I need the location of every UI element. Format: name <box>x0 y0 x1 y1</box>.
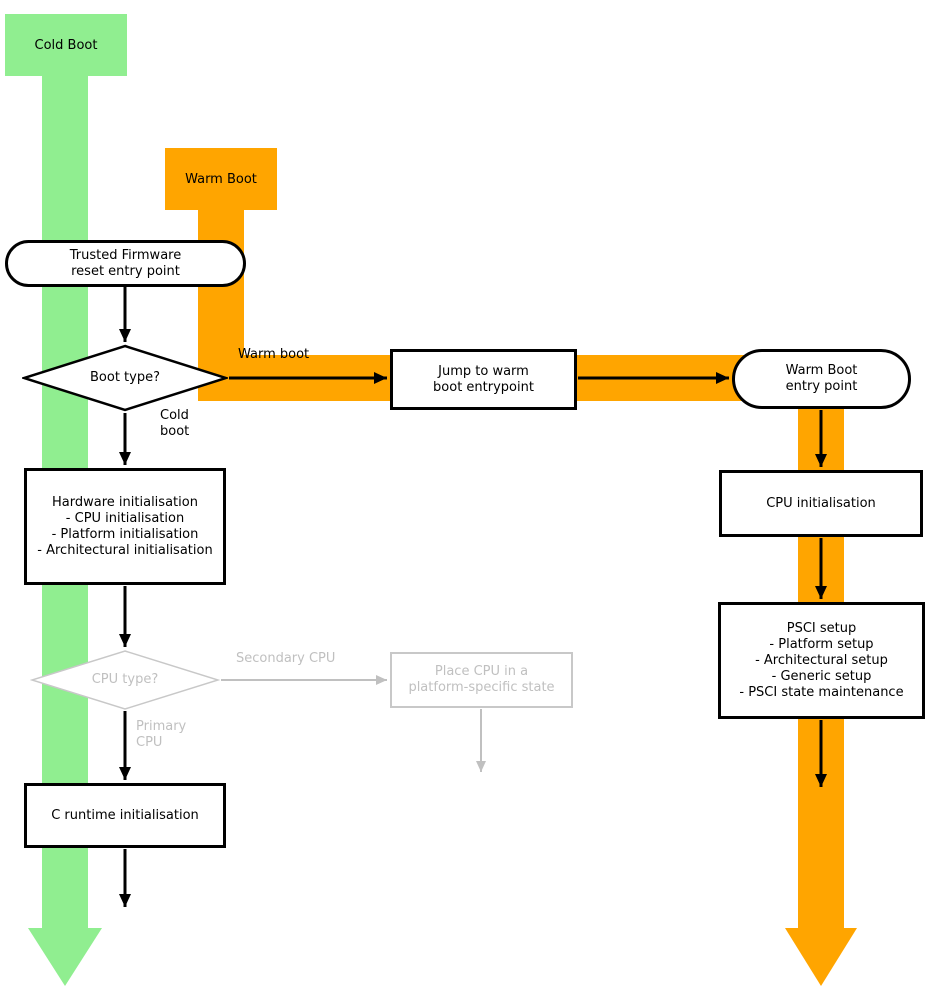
node-boot-type-decision: Boot type? <box>22 344 228 412</box>
cpu-type-diamond-shape <box>30 650 220 710</box>
node-cpu-type-text: CPU type? <box>91 672 159 687</box>
edge-label-secondary-cpu: Secondary CPU <box>236 651 336 666</box>
node-place-cpu-state: Place CPU in a platform-specific state <box>390 652 573 708</box>
node-cpu-initialisation-text: CPU initialisation <box>766 495 876 511</box>
boot-type-diamond-shape <box>22 344 228 412</box>
cold-boot-band-label: Cold Boot <box>5 14 127 76</box>
node-place-cpu-state-text: Place CPU in a platform-specific state <box>408 664 555 695</box>
node-hardware-initialisation-text: Hardware initialisation - CPU initialisa… <box>37 494 213 558</box>
node-jump-warm-entrypoint-text: Jump to warm boot entrypoint <box>433 363 534 395</box>
node-jump-warm-entrypoint: Jump to warm boot entrypoint <box>390 349 577 410</box>
node-reset-entry-point: Trusted Firmware reset entry point <box>5 240 246 287</box>
cold-boot-band-arrowhead <box>28 928 102 986</box>
edge-label-warm-boot: Warm boot <box>238 347 310 362</box>
node-cpu-initialisation: CPU initialisation <box>719 470 923 537</box>
node-c-runtime-initialisation: C runtime initialisation <box>24 783 226 848</box>
node-psci-setup: PSCI setup - Platform setup - Architectu… <box>718 602 925 719</box>
node-warm-boot-entry-point-text: Warm Boot entry point <box>785 363 858 394</box>
edge-label-cold-boot: Cold boot <box>160 408 190 439</box>
node-reset-entry-point-text: Trusted Firmware reset entry point <box>69 247 182 279</box>
node-c-runtime-initialisation-text: C runtime initialisation <box>51 807 199 823</box>
edge-label-primary-cpu: Primary CPU <box>136 719 187 750</box>
node-hardware-initialisation: Hardware initialisation - CPU initialisa… <box>24 468 226 585</box>
node-cpu-type-decision: CPU type? <box>30 650 220 710</box>
warm-boot-band-label: Warm Boot <box>165 148 277 210</box>
warm-boot-band-arrowhead <box>785 928 857 986</box>
warm-boot-band-label-text: Warm Boot <box>185 171 257 187</box>
node-boot-type-text: Boot type? <box>90 370 160 385</box>
node-psci-setup-text: PSCI setup - Platform setup - Architectu… <box>739 620 904 700</box>
node-warm-boot-entry-point: Warm Boot entry point <box>732 349 911 409</box>
cold-boot-band-label-text: Cold Boot <box>34 37 98 53</box>
